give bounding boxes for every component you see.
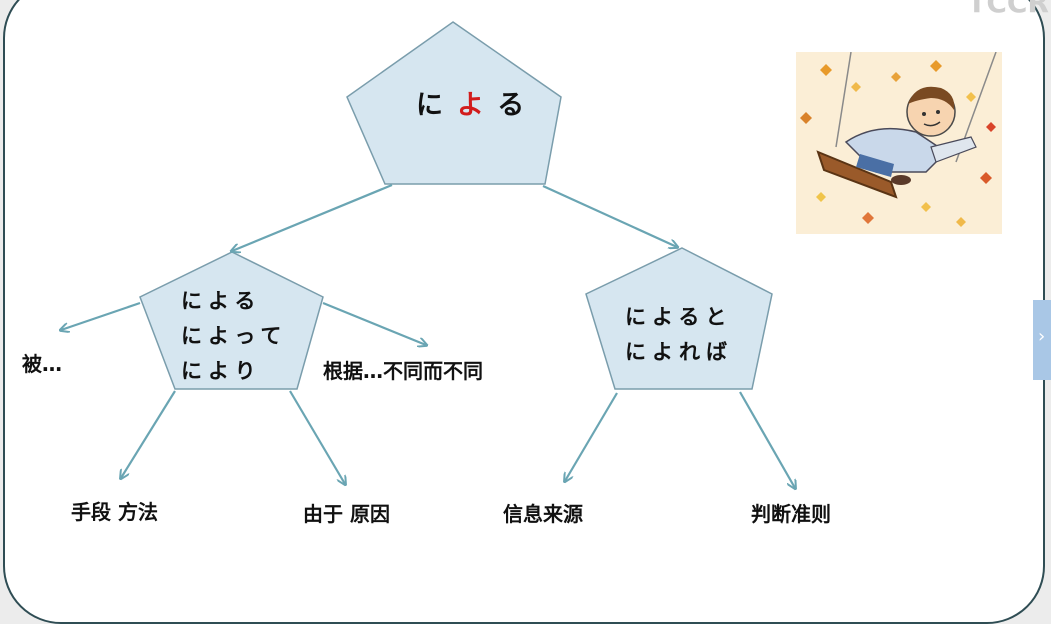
- root-pentagon: [346, 21, 562, 185]
- right-node-line: によると: [625, 305, 733, 329]
- label-cause: 由于 原因: [303, 502, 390, 526]
- left-node-line: によって: [181, 324, 288, 348]
- arrow-root-to-right: [542, 184, 677, 247]
- left-pentagon: [139, 251, 324, 390]
- label-means: 手段 方法: [71, 500, 158, 524]
- arrow-left-to-passive: [61, 301, 141, 330]
- watermark-logo: TCCR: [967, 0, 1049, 19]
- left-node-line: による: [181, 289, 262, 313]
- arrow-left-to-basis: [322, 301, 426, 345]
- arrow-right-to-info: [565, 392, 618, 481]
- right-node-label: によると によれば: [625, 300, 733, 370]
- arrow-left-to-means: [121, 390, 176, 478]
- left-node-label: による によって により: [181, 284, 287, 389]
- root-node-label: による: [416, 90, 539, 121]
- chevron-right-icon: ›: [1038, 326, 1046, 347]
- label-basis: 根据…不同而不同: [323, 359, 483, 383]
- arrow-right-to-criteria: [739, 391, 795, 488]
- label-criteria: 判断准则: [751, 502, 831, 526]
- arrow-root-to-left: [232, 183, 393, 251]
- left-node-line: により: [181, 359, 262, 383]
- label-info-source: 信息来源: [503, 502, 583, 526]
- right-node-line: によれば: [625, 340, 733, 364]
- label-passive: 被…: [22, 352, 62, 376]
- arrow-left-to-cause: [289, 390, 345, 484]
- right-pentagon: [585, 247, 773, 390]
- root-highlight-char: よ: [457, 90, 498, 121]
- boy-on-swing-illustration: [796, 51, 1002, 234]
- side-panel-toggle[interactable]: ›: [1033, 300, 1051, 380]
